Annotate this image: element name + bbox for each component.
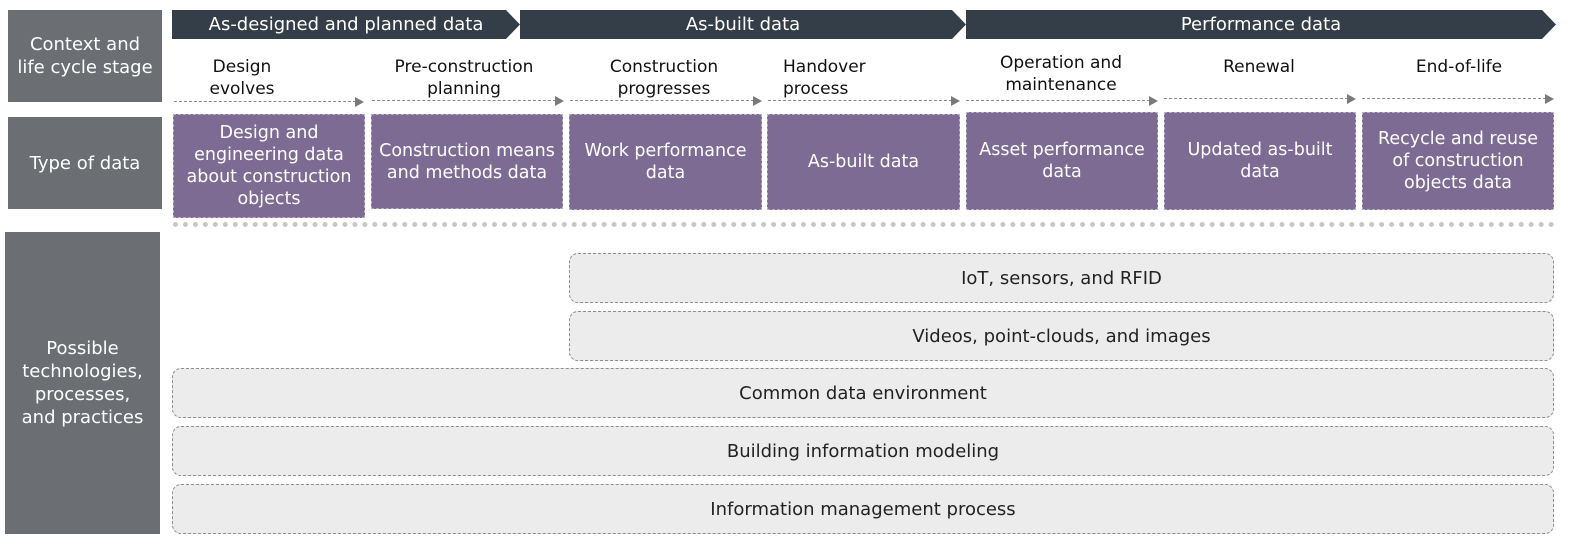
tech-bar-label: IoT, sensors, and RFID xyxy=(961,267,1162,289)
tech-bar-label: Building information modeling xyxy=(726,440,1000,462)
tech-bar-label: Videos, point-clouds, and images xyxy=(912,325,1211,347)
stage-design-evolves: Design evolves xyxy=(209,57,275,99)
phase-banner-as-designed: As-designed and planned data xyxy=(172,10,520,39)
stage-arrow xyxy=(768,95,960,107)
data-type-box: As-built data xyxy=(767,114,960,210)
row-label-technologies: Possible technologies, processes, and pr… xyxy=(5,232,160,534)
stage-arrow xyxy=(1164,93,1356,105)
data-type-box: Recycle and reuse of construction object… xyxy=(1362,112,1554,210)
phase-banner-label: Performance data xyxy=(1180,14,1342,35)
stage-renewal: Renewal xyxy=(1223,57,1295,77)
tech-bar-imp: Information management process xyxy=(172,484,1554,534)
data-type-box: Asset performance data xyxy=(966,112,1158,210)
row-label-type-of-data-text: Type of data xyxy=(29,152,141,174)
phase-banner-label: As-designed and planned data xyxy=(208,14,484,35)
tech-bar-bim: Building information modeling xyxy=(172,426,1554,476)
section-separator xyxy=(173,222,1555,227)
data-type-box: Construction means and methods data xyxy=(371,114,563,209)
row-label-context-text: Context and life cycle stage xyxy=(17,34,153,78)
data-type-box: Work performance data xyxy=(569,114,762,210)
stage-arrow xyxy=(372,95,564,107)
phase-banner-performance: Performance data xyxy=(966,10,1556,39)
tech-bar-iot: IoT, sensors, and RFID xyxy=(569,253,1554,303)
tech-bar-videos: Videos, point-clouds, and images xyxy=(569,311,1554,361)
stage-arrow xyxy=(174,96,364,108)
tech-bar-cde: Common data environment xyxy=(172,368,1554,418)
stage-operation: Operation and maintenance xyxy=(1000,53,1122,95)
stage-construction-progresses: Construction progresses xyxy=(609,57,719,99)
stage-handover: Handover process xyxy=(783,57,866,99)
tech-bar-label: Information management process xyxy=(710,498,1016,520)
row-label-type-of-data: Type of data xyxy=(8,117,162,209)
row-label-context: Context and life cycle stage xyxy=(8,10,162,102)
stage-pre-construction: Pre-construction planning xyxy=(394,57,534,99)
stage-arrow xyxy=(966,95,1158,107)
data-type-box: Updated as-built data xyxy=(1164,112,1356,210)
stage-arrow xyxy=(570,95,762,107)
tech-bar-label: Common data environment xyxy=(739,382,987,404)
data-type-box: Design and engineering data about constr… xyxy=(173,114,365,218)
phase-banner-label: As-built data xyxy=(685,14,801,35)
phase-banner-as-built: As-built data xyxy=(520,10,966,39)
row-label-technologies-text: Possible technologies, processes, and pr… xyxy=(21,338,144,428)
stage-arrow xyxy=(1362,93,1554,105)
stage-end-of-life: End-of-life xyxy=(1415,57,1503,77)
